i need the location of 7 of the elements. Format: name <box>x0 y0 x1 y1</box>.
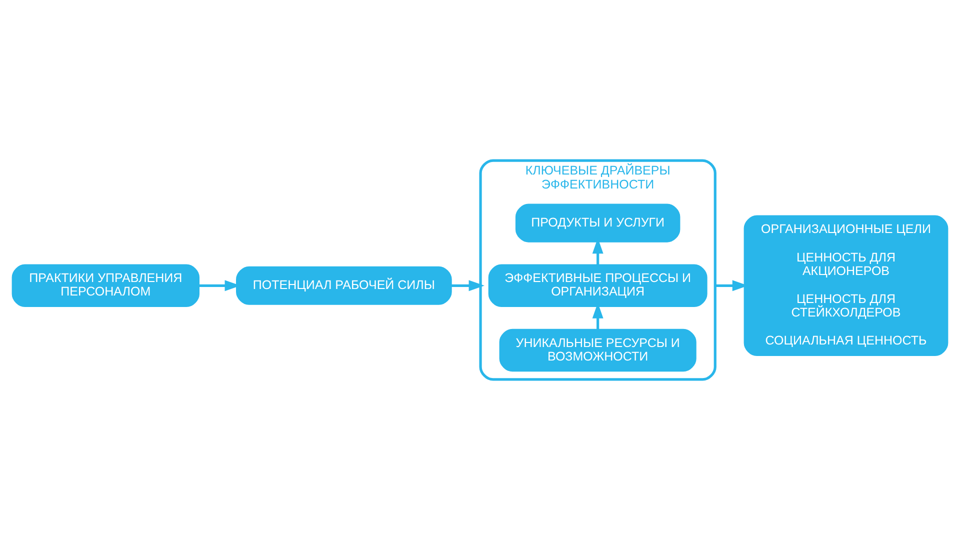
node-box: ОРГАНИЗАЦИОННЫЕ ЦЕЛИ ЦЕННОСТЬ ДЛЯ АКЦИОНЕРОВ ЦЕННОСТЬ ДЛЯ СТЕЙКХОЛДЕРОВ СОЦИАЛЬНАЯ ЦЕННОСТЬ <box>744 215 948 356</box>
node-box: ПРАКТИКИ УПРАВЛЕНИЯ ПЕРСОНАЛОМ <box>12 264 200 308</box>
node-box: ЭФФЕКТИВНЫЕ ПРОЦЕССЫ И ОРГАНИЗАЦИЯ <box>488 264 708 308</box>
node-box: УНИКАЛЬНЫЕ РЕСУРСЫ И ВОЗМОЖНОСТИ <box>499 328 696 372</box>
node-box: ПОТЕНЦИАЛ РАБОЧЕЙ СИЛЫ <box>236 266 452 305</box>
node-box: ПРОДУКТЫ И УСЛУГИ <box>515 204 680 242</box>
arrow <box>451 280 484 292</box>
